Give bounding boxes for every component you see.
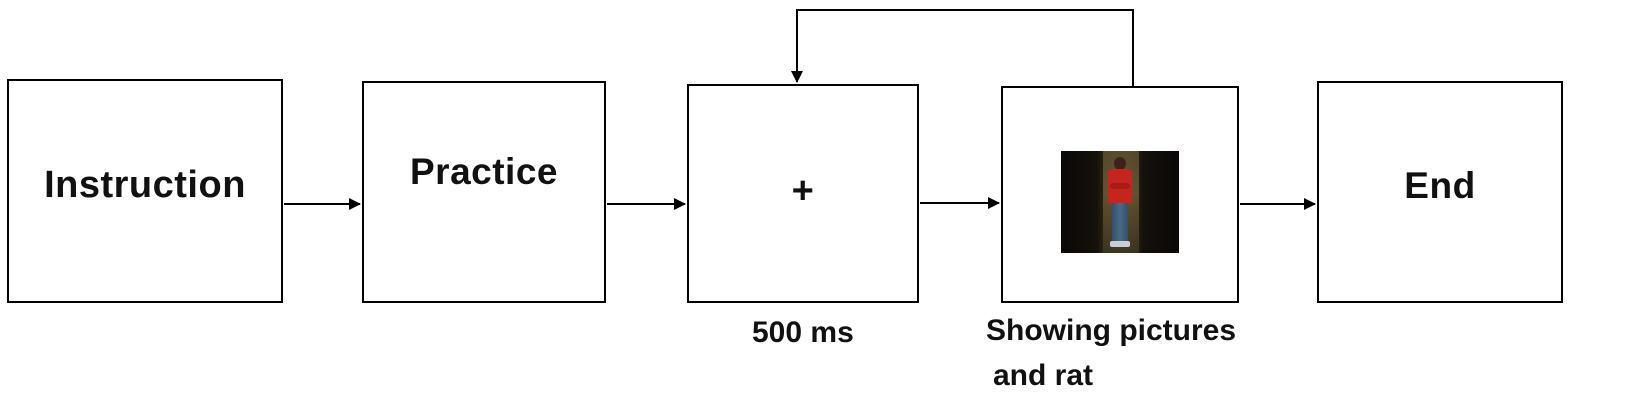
photo-person-arms (1110, 183, 1130, 189)
practice-label: Practice (410, 151, 558, 192)
photo-person-legs (1112, 203, 1128, 243)
photo-person-head (1114, 157, 1126, 170)
end-label: End (1404, 165, 1476, 206)
loop-arrow-picture-to-fixation (791, 9, 1134, 86)
fixation-duration-caption: 500 ms (752, 316, 854, 349)
showing-pictures-caption-line1: Showing pictures (986, 314, 1237, 347)
showing-pictures-caption-line2: and rat (993, 359, 1094, 392)
person-photo (1061, 151, 1179, 253)
practice-box: Practice (362, 81, 606, 303)
fixation-cross: + (791, 170, 815, 212)
instruction-label: Instruction (44, 163, 246, 206)
end-box: End (1317, 81, 1563, 303)
picture-box (1001, 86, 1239, 303)
instruction-box: Instruction (7, 79, 283, 303)
photo-person-feet (1110, 241, 1130, 247)
fixation-box: + (687, 84, 919, 303)
